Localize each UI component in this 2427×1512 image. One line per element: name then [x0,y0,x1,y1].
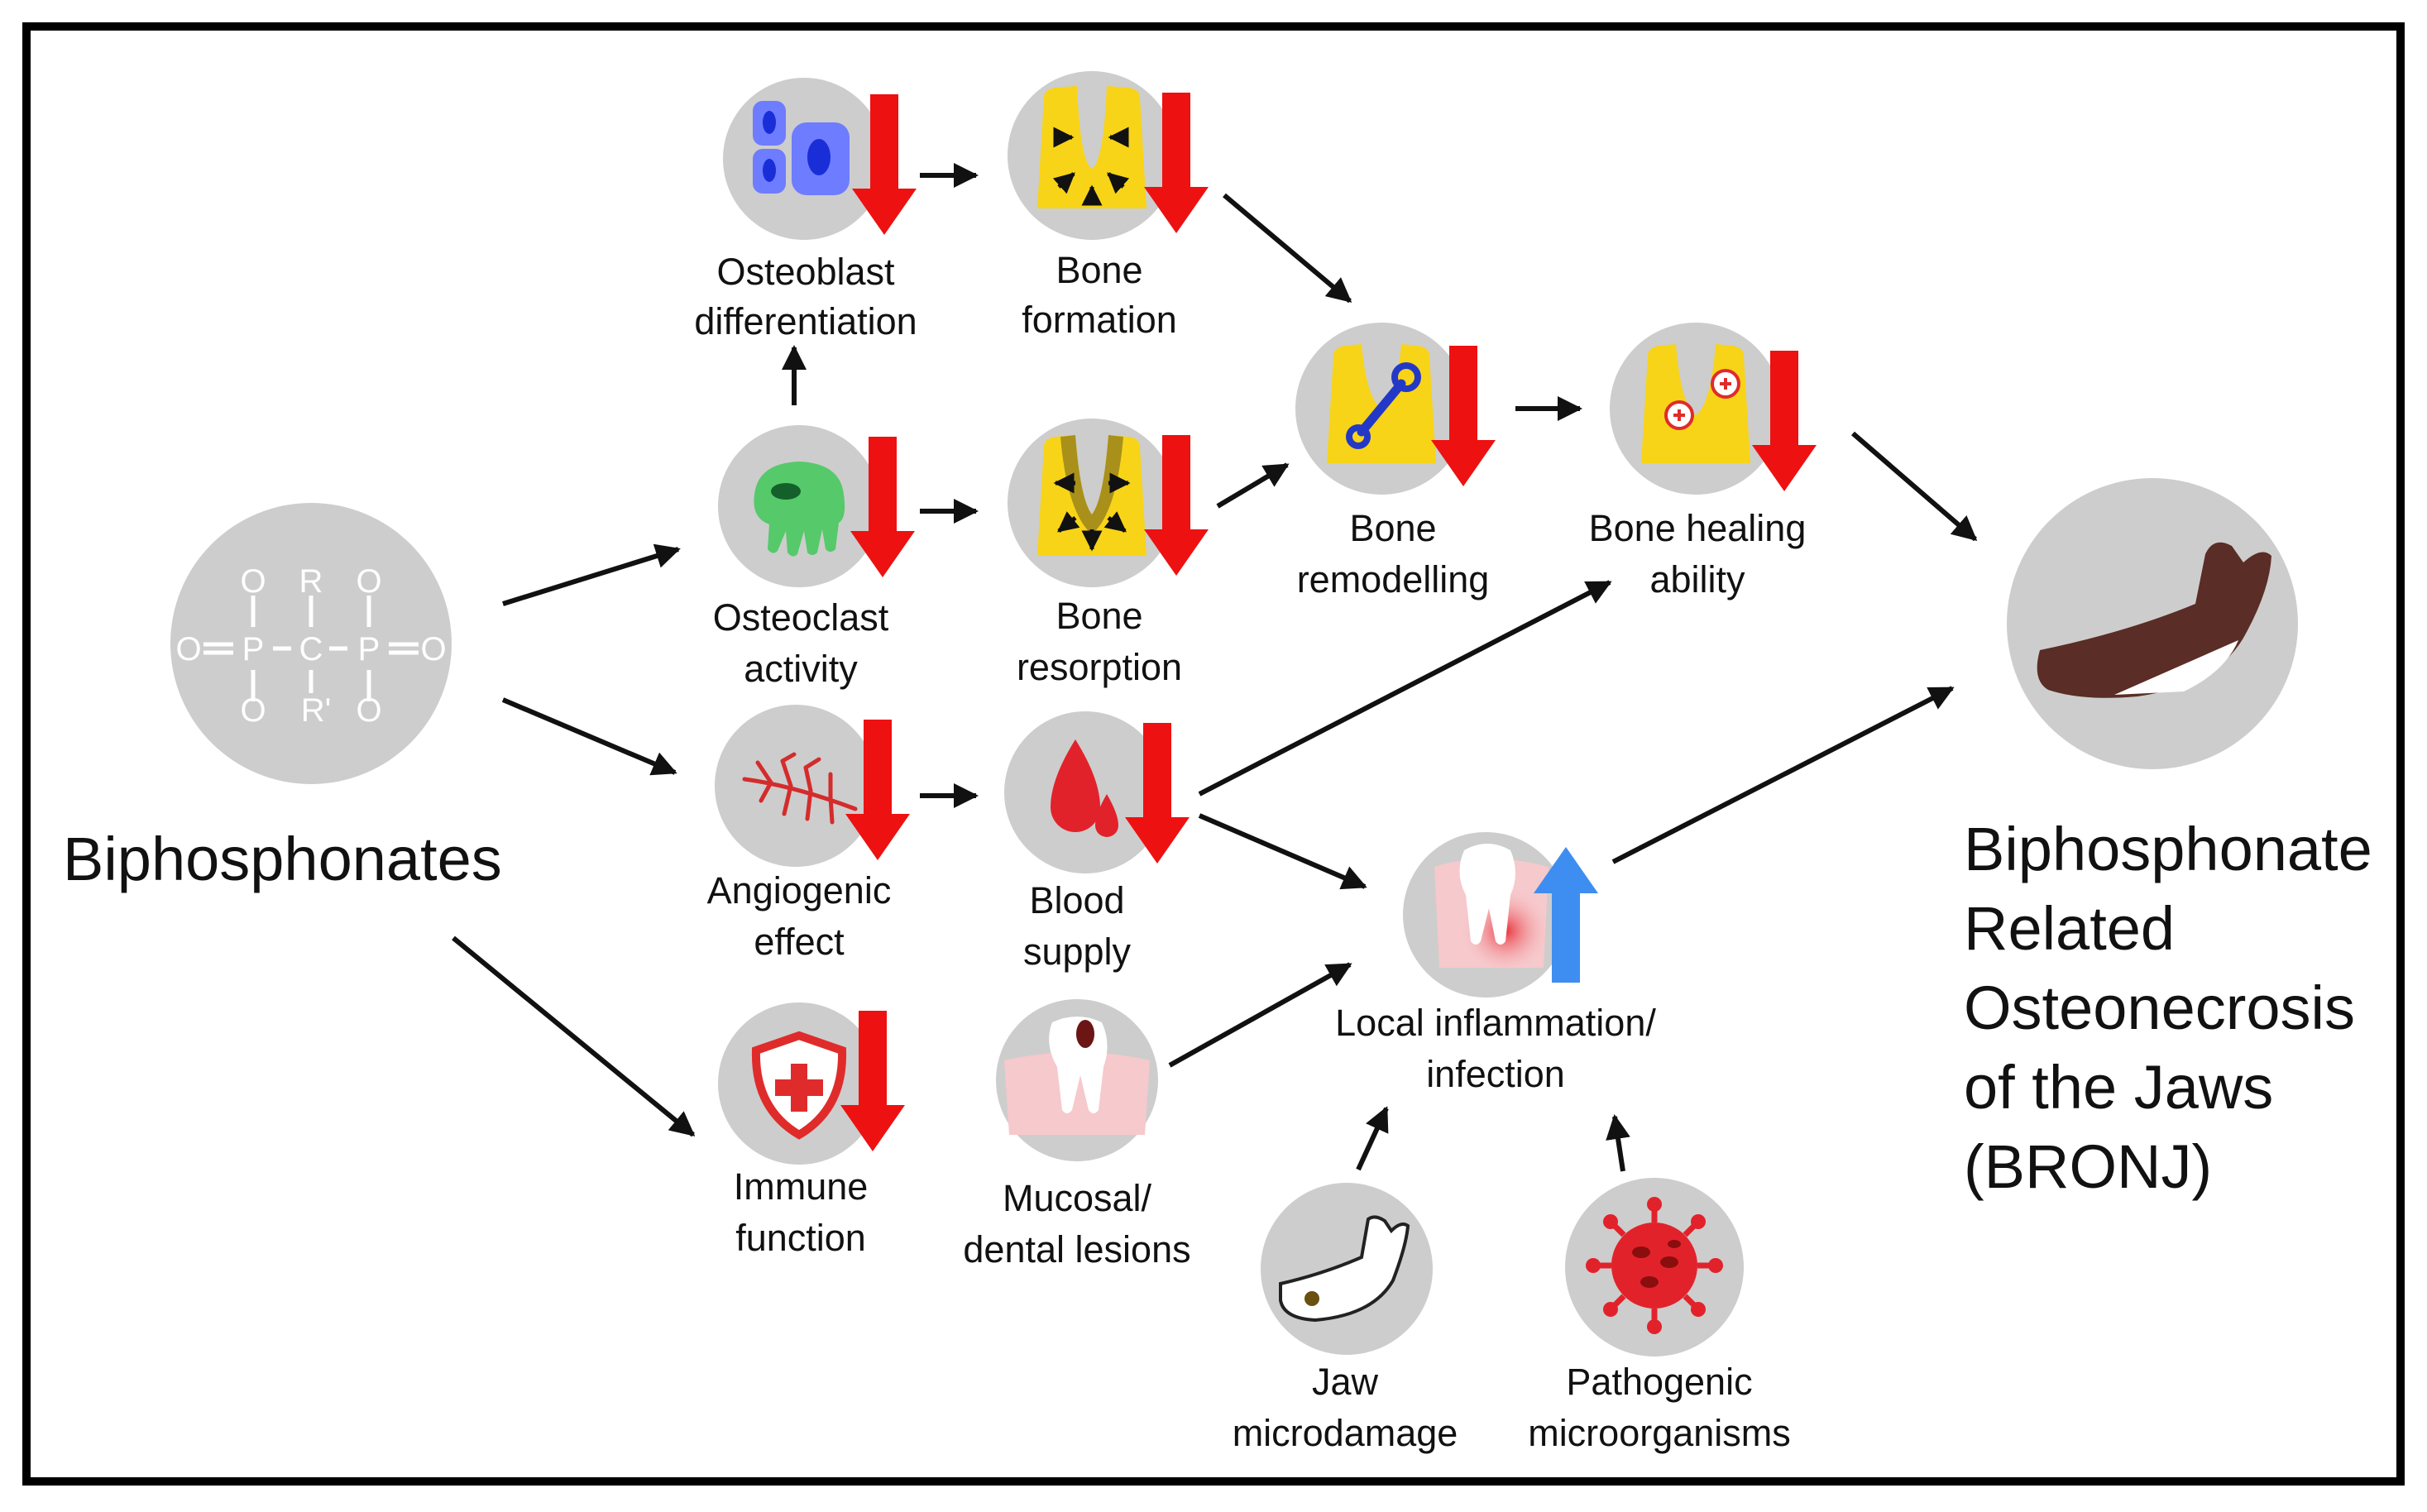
formula-oxygen: O [356,563,381,600]
remodelling-label-line1: Bone [1349,507,1436,549]
bone-formation-label-line1: Bone [1056,249,1142,291]
outcome-line-2: Related [1964,894,2175,963]
inflamed-tooth-icon [1403,832,1568,998]
arrow-to-immune [452,935,696,1137]
arrow-pathogen-to-inflammation [1606,1114,1630,1172]
inflammation-label-line1: Local inflammation/ [1335,1002,1656,1044]
angiogenic-label-line2: effect [754,921,845,963]
bone-remodelling-icon [1295,323,1467,495]
formula-oxygen: O [356,692,381,729]
outcome-line-1: Biphosphonate [1964,815,2372,883]
mucosal-label-line1: Mucosal/ [1003,1177,1152,1219]
formula-r-top: R [299,563,323,600]
arrow-to-angiogenic [501,697,677,776]
osteoblast-cell-icon [723,78,885,240]
formula-oxygen: O [240,563,266,600]
dental-lesion-icon [996,999,1158,1161]
arrow-mucosal-to-inflammation [1168,962,1352,1068]
increase-arrow-icon [1534,847,1598,983]
decrease-arrow-icon [1144,93,1209,233]
arrow-inflammation-to-bronj [1611,686,1955,864]
bone-healing-icon [1610,323,1782,495]
formula-oxygen: O [175,631,201,667]
immune-label-line2: function [735,1217,866,1259]
blood-supply-label-line2: supply [1023,931,1132,973]
arrow-blood-to-inflammation [1198,813,1367,890]
bone-formation-label-line2: formation [1022,299,1177,341]
biphosphonate-structure-icon: O R O O P C P O O R' O [170,503,452,784]
necrotic-jaw-icon [2007,478,2298,769]
jaw-microdamage-icon [1261,1183,1433,1355]
bone-resorption-label-line1: Bone [1056,595,1142,637]
outcome-line-5: (BRONJ) [1964,1132,2212,1201]
arrow-resorption-to-remodelling [1216,462,1290,509]
decrease-arrow-icon [852,94,917,235]
microorganism-icon [1565,1178,1744,1356]
formula-r-bottom: R' [301,692,332,729]
pathogenic-label-line2: microorganisms [1528,1412,1791,1454]
formula-carbon: C [299,631,323,667]
decrease-arrow-icon [850,437,915,577]
remodelling-label-line2: remodelling [1297,558,1490,600]
source-title: Biphosphonates [63,825,502,893]
bone-resorption-icon [1008,419,1176,587]
osteoclast-cell-icon [718,425,880,587]
decrease-arrow-icon [845,720,910,860]
formula-oxygen: O [420,631,446,667]
outer-frame [22,22,2405,1486]
bone-formation-icon [1008,71,1176,240]
outcome-line-4: of the Jaws [1964,1053,2273,1122]
angiogenic-label-line1: Angiogenic [707,869,892,912]
decrease-arrow-icon [1144,435,1209,576]
decrease-arrow-icon [840,1011,905,1151]
osteoclast-label-line2: activity [744,648,858,690]
osteoblast-label-line2: differentiation [694,300,917,342]
arrow-to-osteoclast [502,543,681,606]
bone-resorption-label-line2: resorption [1017,646,1182,688]
arrow-formation-to-remodelling [1223,193,1352,304]
healing-label-line2: ability [1649,558,1745,600]
arrow-microdamage-to-inflammation [1356,1106,1389,1171]
jaw-microdamage-label-line1: Jaw [1312,1361,1379,1403]
inflammation-label-line2: infection [1426,1053,1565,1095]
pathogenic-label-line1: Pathogenic [1566,1361,1752,1403]
jaw-microdamage-label-line2: microdamage [1233,1412,1458,1454]
osteoclast-label-line1: Osteoclast [713,596,889,639]
blood-drop-icon [1004,711,1166,873]
osteoblast-label-line1: Osteoblast [716,251,895,293]
mucosal-label-line2: dental lesions [963,1228,1190,1270]
decrease-arrow-icon [1125,723,1190,864]
immune-label-line1: Immune [734,1165,869,1208]
formula-phosphorus: P [242,631,265,667]
decrease-arrow-icon [1431,346,1496,486]
connector-arrows [452,163,1978,1172]
blood-vessel-icon [715,705,877,867]
formula-phosphorus: P [358,631,381,667]
healing-label-line1: Bone healing [1589,507,1807,549]
arrow-blood-to-healing [1198,580,1612,797]
formula-oxygen: O [240,692,266,729]
outcome-line-3: Osteonecrosis [1964,974,2355,1042]
shield-icon [718,1002,880,1165]
decrease-arrow-icon [1752,351,1817,491]
arrow-healing-to-bronj [1851,431,1978,542]
blood-supply-label-line1: Blood [1029,879,1124,921]
